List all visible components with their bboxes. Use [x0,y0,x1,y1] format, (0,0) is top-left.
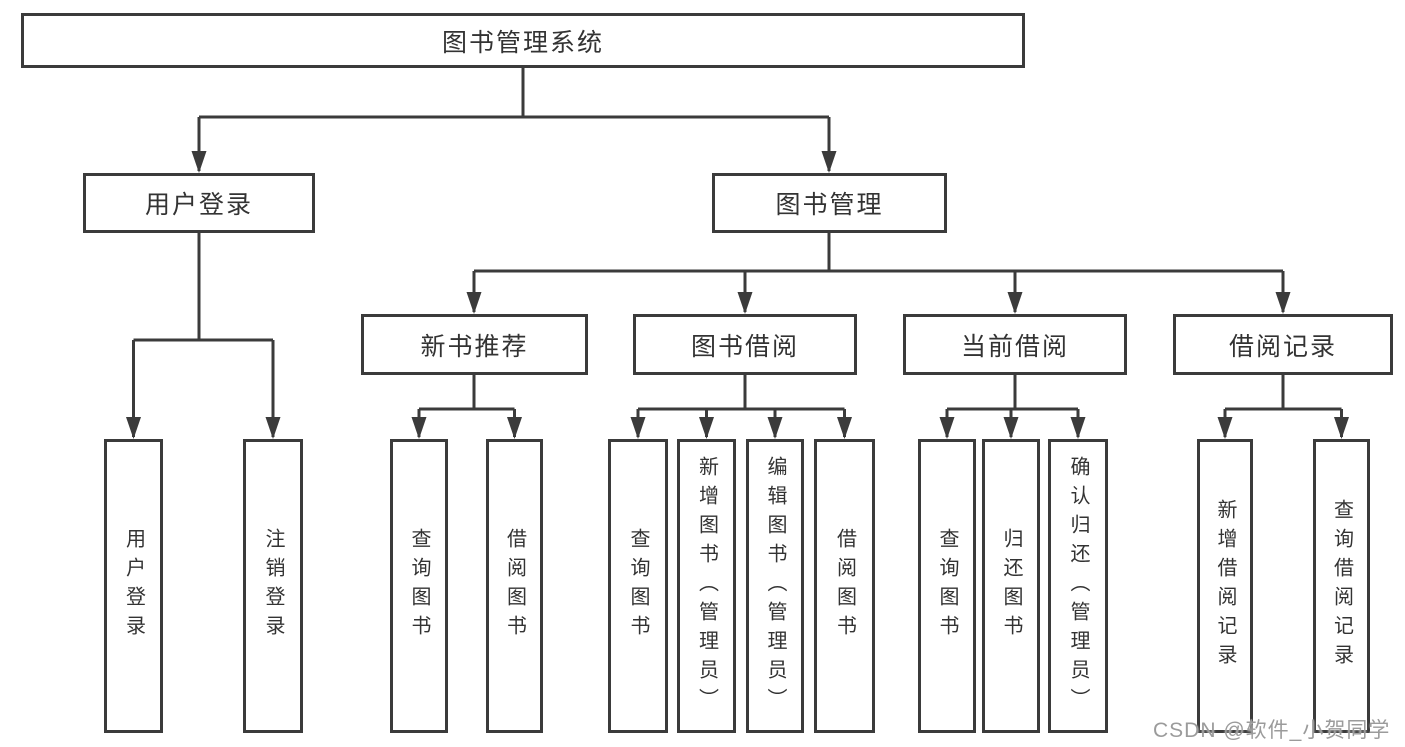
leaf-user-login-label: 用户登录 [122,528,145,644]
leaf-borrow-book-1-label: 借阅图书 [503,528,526,644]
leaf-borrow-book-1: 借阅图书 [486,439,543,733]
leaf-add-borrow-record-label: 新增借阅记录 [1214,499,1236,673]
leaf-logout: 注销登录 [243,439,303,733]
node-root: 图书管理系统 [21,13,1025,68]
leaf-return-book: 归还图书 [982,439,1040,733]
leaf-edit-book-admin-label: 编辑图书（管理员） [764,455,786,717]
leaf-query-borrow-record: 查询借阅记录 [1313,439,1370,733]
node-user-login-label: 用户登录 [144,191,253,219]
leaf-return-book-label: 归还图书 [1000,528,1022,644]
leaf-query-book-1: 查询图书 [390,439,448,733]
node-user-login: 用户登录 [83,173,315,233]
node-current-borrow-label: 当前借阅 [960,332,1069,361]
leaf-query-book-2: 查询图书 [608,439,668,733]
leaf-borrow-book-2-label: 借阅图书 [833,528,856,644]
node-new-book-recommend: 新书推荐 [361,314,588,375]
leaf-query-borrow-record-label: 查询借阅记录 [1330,499,1353,673]
leaf-add-borrow-record: 新增借阅记录 [1197,439,1253,733]
node-borrow-record-label: 借阅记录 [1228,332,1337,361]
node-new-book-recommend-label: 新书推荐 [420,332,529,361]
node-current-borrow: 当前借阅 [903,314,1127,375]
leaf-edit-book-admin: 编辑图书（管理员） [746,439,804,733]
leaf-user-login: 用户登录 [104,439,163,733]
leaf-query-book-3: 查询图书 [918,439,976,733]
node-borrow-record: 借阅记录 [1173,314,1393,375]
node-book-management-label: 图书管理 [775,191,884,219]
leaf-add-book-admin-label: 新增图书（管理员） [695,455,718,717]
leaf-confirm-return-admin: 确认归还（管理员） [1048,439,1108,733]
node-book-borrow-label: 图书借阅 [690,332,799,361]
node-book-management: 图书管理 [712,173,947,233]
leaf-borrow-book-2: 借阅图书 [814,439,875,733]
node-book-borrow: 图书借阅 [633,314,857,375]
leaf-logout-label: 注销登录 [262,528,284,644]
csdn-watermark: CSDN @软件_小贺同学 [1153,719,1391,742]
node-root-label: 图书管理系统 [441,28,604,57]
leaf-confirm-return-admin-label: 确认归还（管理员） [1067,455,1089,717]
leaf-query-book-1-label: 查询图书 [408,528,430,644]
leaf-query-book-2-label: 查询图书 [627,528,649,644]
leaf-add-book-admin: 新增图书（管理员） [677,439,736,733]
leaf-query-book-3-label: 查询图书 [936,528,958,644]
arrowheads [126,151,1349,439]
